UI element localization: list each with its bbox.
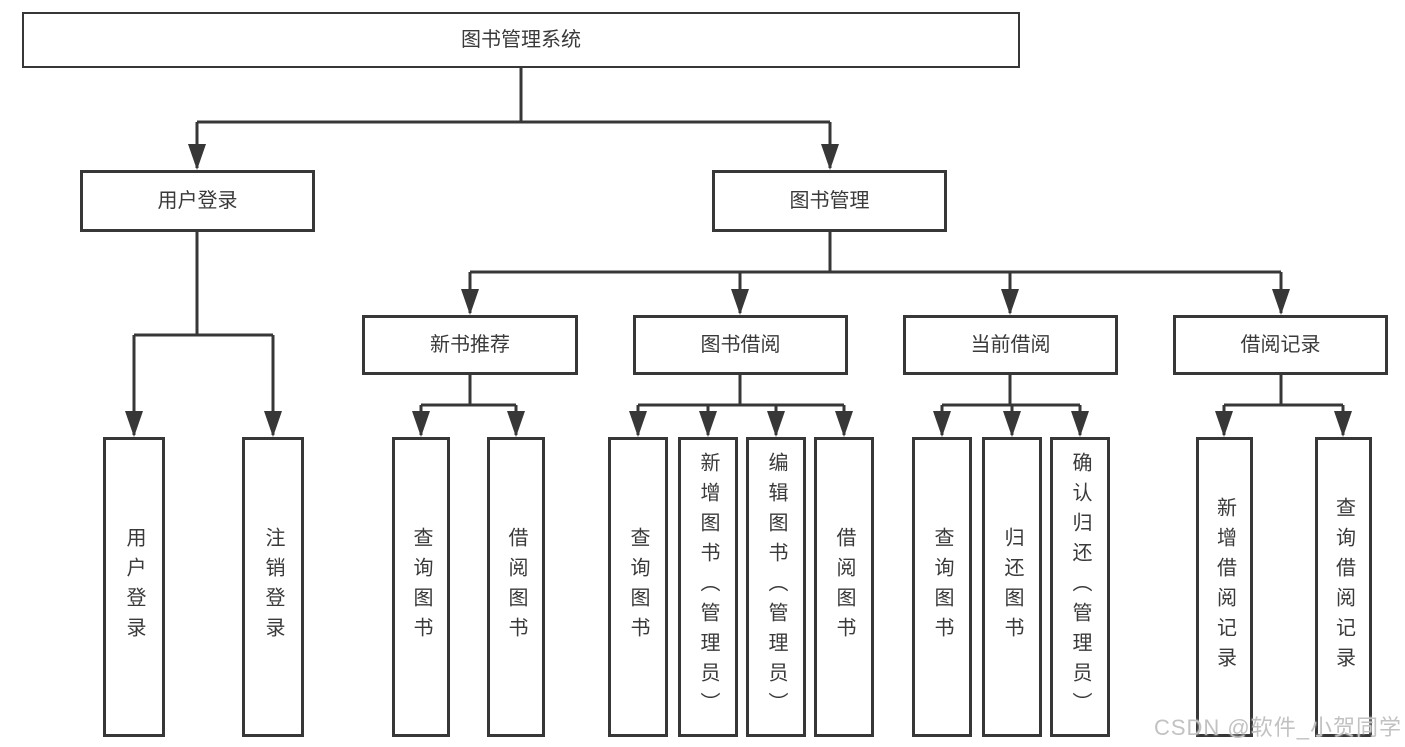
node-leaf-query-books-2: 查询图书 [608,437,668,737]
node-leaf-add-borrow-record: 新增借阅记录 [1196,437,1253,737]
node-leaf-borrow-books-1: 借阅图书 [487,437,545,737]
node-borrowing-records: 借阅记录 [1173,315,1388,375]
node-leaf-add-borrow-record-label: 新增借阅记录 [1213,497,1236,677]
watermark: CSDN @软件_小贺同学 [1153,715,1402,740]
node-new-book-recommend-label: 新书推荐 [430,334,510,356]
node-leaf-query-books-3-label: 查询图书 [931,527,953,647]
node-book-borrowing: 图书借阅 [633,315,848,375]
node-leaf-user-login-label: 用户登录 [123,527,145,647]
node-user-login-label: 用户登录 [157,190,238,212]
node-leaf-borrow-books-1-label: 借阅图书 [505,527,527,647]
node-leaf-query-books-3: 查询图书 [912,437,972,737]
node-borrowing-records-label: 借阅记录 [1240,334,1321,356]
node-user-login: 用户登录 [80,170,315,232]
node-leaf-borrow-books-2: 借阅图书 [814,437,874,737]
node-leaf-query-books-2-label: 查询图书 [627,527,649,647]
node-new-book-recommend: 新书推荐 [362,315,578,375]
node-leaf-return-books: 归还图书 [982,437,1042,737]
node-root-label: 图书管理系统 [461,29,581,51]
node-book-borrowing-label: 图书借阅 [700,334,781,356]
node-leaf-edit-books-admin-label: 编辑图书（管理员） [765,452,787,722]
node-leaf-query-borrow-record: 查询借阅记录 [1315,437,1372,737]
node-leaf-borrow-books-2-label: 借阅图书 [833,527,855,647]
node-leaf-add-books-admin: 新增图书（管理员） [678,437,738,737]
node-current-borrowing-label: 当前借阅 [970,334,1051,356]
node-leaf-confirm-return-admin-label: 确认归还（管理员） [1069,452,1091,722]
node-leaf-query-books-1-label: 查询图书 [410,527,432,647]
node-leaf-user-login: 用户登录 [103,437,165,737]
node-root: 图书管理系统 [22,12,1020,68]
node-leaf-query-borrow-record-label: 查询借阅记录 [1332,497,1355,677]
node-leaf-logout: 注销登录 [242,437,304,737]
node-book-management-label: 图书管理 [789,190,870,212]
node-leaf-confirm-return-admin: 确认归还（管理员） [1050,437,1110,737]
node-current-borrowing: 当前借阅 [903,315,1118,375]
node-leaf-query-books-1: 查询图书 [392,437,450,737]
node-book-management: 图书管理 [712,170,947,232]
node-leaf-add-books-admin-label: 新增图书（管理员） [697,452,719,722]
node-leaf-return-books-label: 归还图书 [1001,527,1023,647]
node-leaf-edit-books-admin: 编辑图书（管理员） [746,437,806,737]
node-leaf-logout-label: 注销登录 [262,527,284,647]
